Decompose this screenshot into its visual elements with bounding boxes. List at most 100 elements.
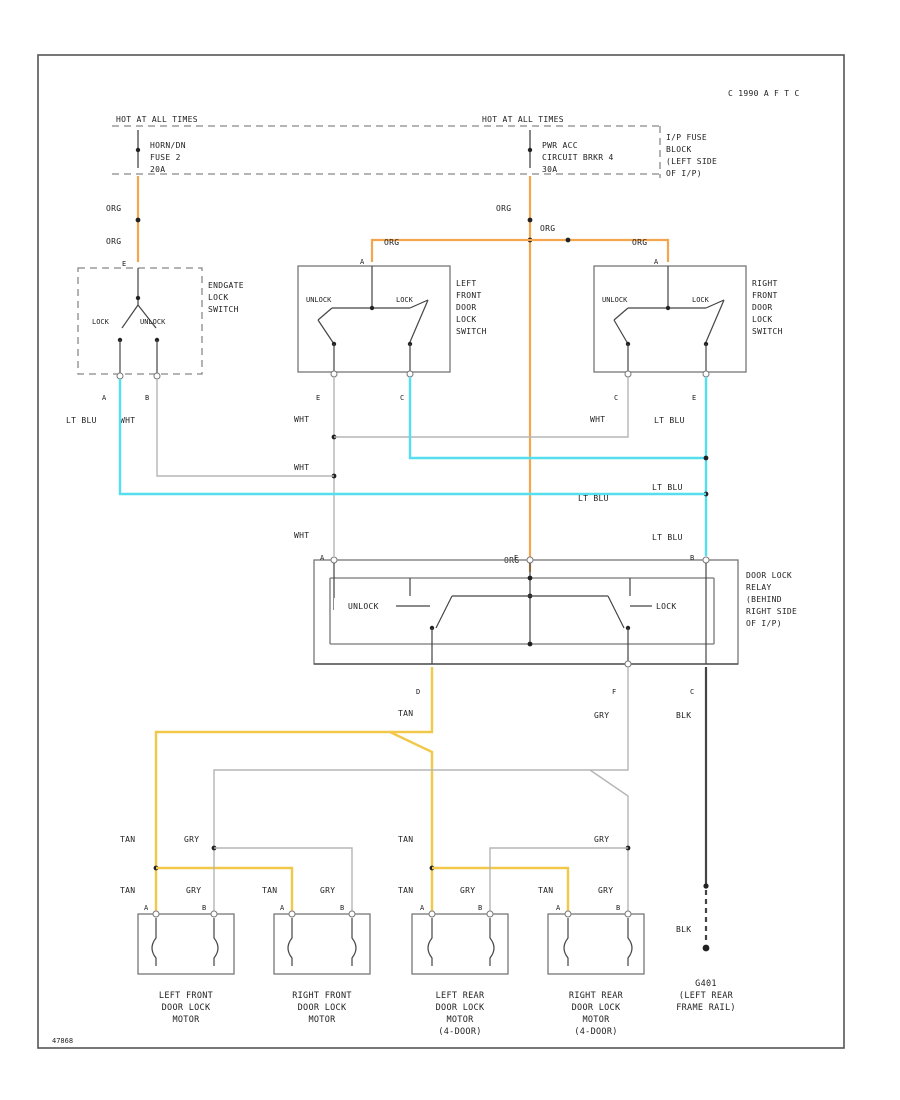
lr-motor-name-3: MOTOR [446, 1015, 474, 1025]
rf-name-5: SWITCH [752, 327, 783, 336]
rf-lock-label: LOCK [692, 296, 710, 304]
fuse-left-line2: FUSE 2 [150, 153, 181, 162]
endgate-common-dot [135, 295, 141, 301]
hot-label-left: HOT AT ALL TIMES [116, 115, 198, 124]
fuse-block-name-4: OF I/P) [666, 169, 702, 178]
endgate-unlock-label: UNLOCK [140, 318, 166, 326]
breaker-right-line3: 30A [542, 165, 557, 174]
fuse-left-line3: 20A [150, 165, 165, 174]
label-gry-right-upper: GRY [594, 835, 609, 844]
label-gry-left-upper: GRY [184, 835, 199, 844]
rf-motor-right-lead [351, 918, 357, 966]
label-org-lf: ORG [384, 238, 399, 247]
relay-name-3: (BEHIND [746, 595, 782, 604]
lf-name-5: SWITCH [456, 327, 487, 336]
wire-ltblu-lf-c [408, 377, 706, 460]
relay-pin-c: C [690, 688, 694, 696]
lr-motor-left-lead [427, 918, 433, 966]
fuse-left-line1: HORN/DN [150, 141, 186, 150]
endgate-lever-lock [121, 304, 139, 329]
lr-motor-name-4: (4-DOOR) [438, 1027, 481, 1037]
label-wht-relay: WHT [294, 531, 309, 540]
lf-lever-l-b [317, 319, 335, 345]
lr-motor: TAN GRY A B LEFT REAR DOOR LOCK MOTOR (4… [398, 886, 509, 1037]
rr-motor-gry-label: GRY [598, 886, 613, 895]
rf-name-3: DOOR [752, 303, 772, 312]
rf-motor-pin-a [288, 910, 296, 918]
lr-motor-tan-label: TAN [398, 886, 413, 895]
wire-wht-endgate-b [156, 379, 334, 477]
breaker-right-dot [527, 147, 533, 153]
relay-pin-e: E [514, 554, 518, 562]
lf-name-4: LOCK [456, 315, 476, 324]
switch-harness: WHT WHT WHT WHT WHT LT BLU LT BLU LT BLU… [66, 377, 709, 556]
ground-name-1: G401 [695, 979, 717, 989]
wire-gry-left [213, 667, 629, 912]
lf-unlock-label: UNLOCK [306, 296, 332, 304]
lr-motor-pin-b [486, 910, 494, 918]
endgate-terminal-a [116, 372, 124, 380]
rf-motor-gry-label: GRY [320, 886, 335, 895]
label-org-main-2: ORG [540, 224, 555, 233]
endgate-lock-label: LOCK [92, 318, 110, 326]
rf-motor-pin-b [348, 910, 356, 918]
rf-motor-box [273, 913, 371, 975]
endgate-name-2: LOCK [208, 293, 228, 302]
rr-motor: TAN GRY A B RIGHT REAR DOOR LOCK MOTOR (… [538, 886, 645, 1037]
relay-pin-b: B [690, 554, 694, 562]
label-wht-lf: WHT [294, 415, 309, 424]
relay-contact-right [607, 595, 625, 629]
lf-lever-r-b [409, 299, 429, 343]
label-ltblu-mid: LT BLU [652, 483, 683, 492]
lf-bus-dot [369, 305, 375, 311]
rf-bus-dot [665, 305, 671, 311]
lf-pin-a: A [360, 258, 365, 266]
lf-terminal-c [406, 370, 414, 378]
lf-name-2: FRONT [456, 291, 482, 300]
endgate-switch-box [77, 267, 203, 375]
lf-switch-box [297, 265, 451, 373]
lr-motor-b: B [478, 904, 482, 912]
ground-name-2: (LEFT REAR [679, 991, 734, 1001]
lf-motor-gry-label: GRY [186, 886, 201, 895]
lf-pin-c: C [400, 394, 404, 402]
endgate-terminal-b [153, 372, 161, 380]
diagram-frame [37, 54, 845, 1049]
rf-name-1: RIGHT [752, 279, 778, 288]
hot-label-right: HOT AT ALL TIMES [482, 115, 564, 124]
endgate-lever-unlock [137, 304, 157, 329]
relay-center-top-dot [527, 575, 533, 581]
lf-name-1: LEFT [456, 279, 476, 288]
lr-motor-name-1: LEFT REAR [436, 991, 485, 1001]
wire-org-lf-switch [370, 238, 530, 262]
lf-terminal-e [330, 370, 338, 378]
rf-name-4: LOCK [752, 315, 772, 324]
lr-motor-name-2: DOOR LOCK [436, 1003, 485, 1013]
rf-motor-name-1: RIGHT FRONT [292, 991, 352, 1001]
rf-motor-b: B [340, 904, 344, 912]
fuse-block-name-1: I/P FUSE [666, 133, 707, 142]
splice-main-feed [527, 217, 533, 223]
rf-motor-name-2: DOOR LOCK [298, 1003, 347, 1013]
breaker-right-line1: PWR ACC [542, 141, 578, 150]
fuse-left-dot [135, 147, 141, 153]
rf-name-2: FRONT [752, 291, 778, 300]
rf-pin-a: A [654, 258, 659, 266]
lf-motor-b: B [202, 904, 206, 912]
lf-motor-left-lead [151, 918, 157, 966]
breaker-right-line2: CIRCUIT BRKR 4 [542, 153, 614, 162]
relay-terminal-a [330, 556, 338, 564]
lf-motor-name-2: DOOR LOCK [162, 1003, 211, 1013]
door-lock-relay: A E B UNLOCK LOCK DOOR LOCK RELAY (BEHIN… [313, 554, 797, 696]
label-blk-relay: BLK [676, 711, 691, 720]
rr-motor-name-2: DOOR LOCK [572, 1003, 621, 1013]
label-wht-rf: WHT [590, 415, 605, 424]
relay-name-1: DOOR LOCK [746, 571, 792, 580]
rr-motor-box [547, 913, 645, 975]
wire-gry-lr-motor [489, 847, 628, 912]
orange-feed: ORG ORG ORG ORG ORG ORG ORG [106, 176, 670, 572]
relay-pin-d: D [416, 688, 420, 696]
label-org-main-1: ORG [496, 204, 511, 213]
relay-pin-a: A [320, 554, 325, 562]
label-gry-relay: GRY [594, 711, 609, 720]
